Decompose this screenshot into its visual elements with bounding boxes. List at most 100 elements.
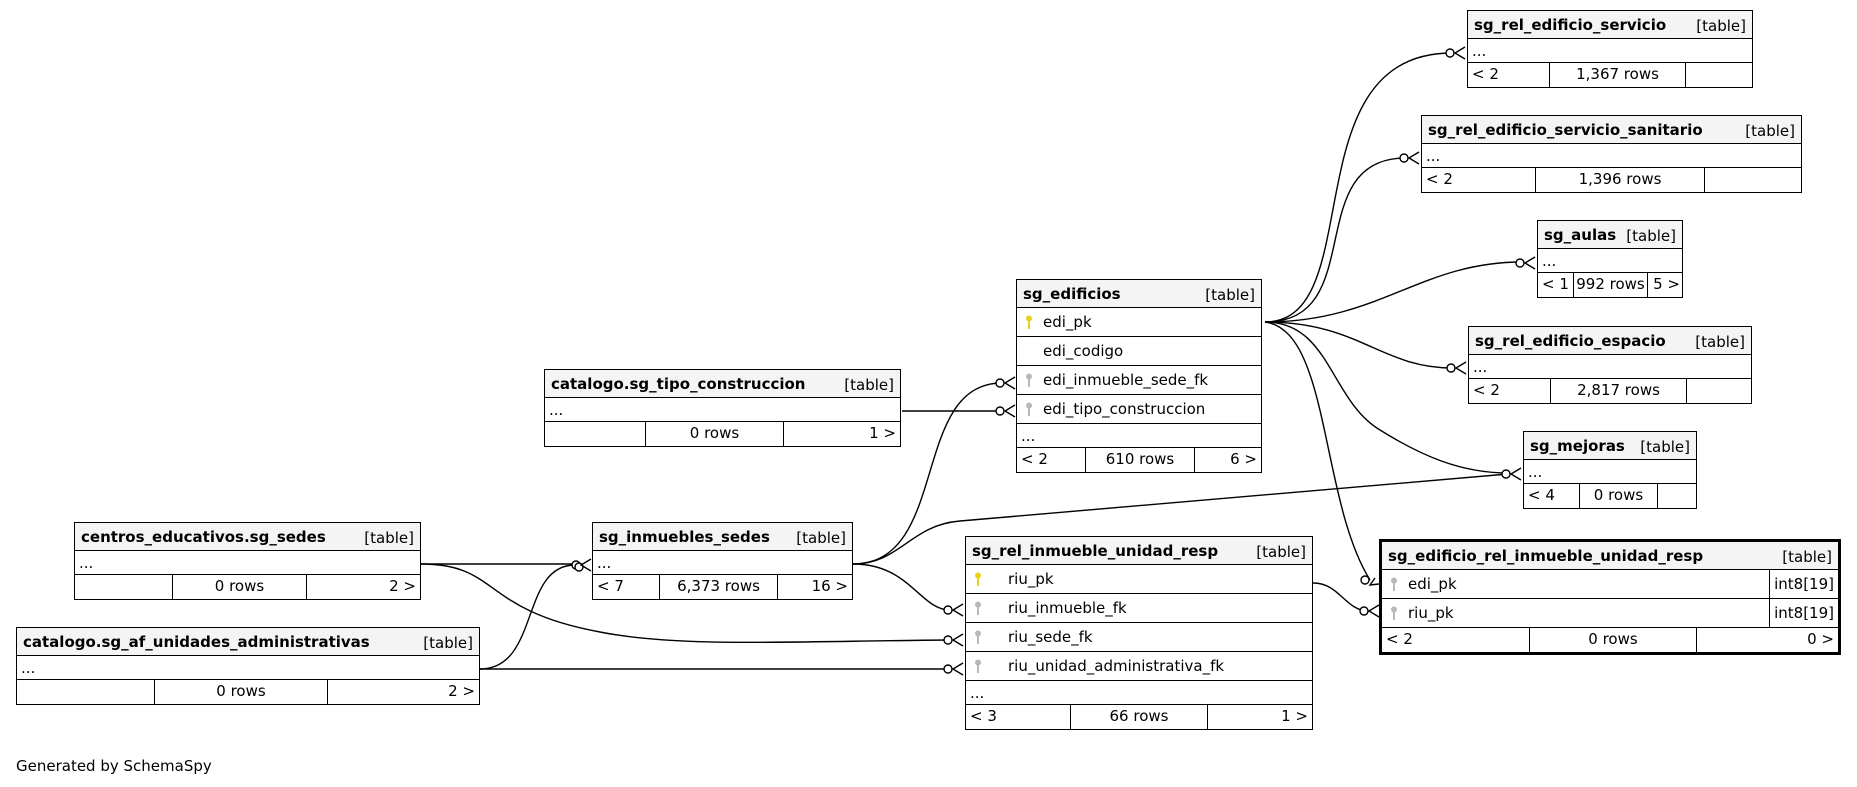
ellipsis-text: ... xyxy=(79,554,94,572)
children-link[interactable]: 2 > xyxy=(448,682,475,700)
generated-by-footer: Generated by SchemaSpy xyxy=(16,757,212,775)
foreign-key-icon xyxy=(1026,373,1032,387)
children-link[interactable]: 0 > xyxy=(1807,630,1834,648)
table-header: sg_rel_edificio_espacio [table] xyxy=(1469,327,1751,355)
parents-link[interactable] xyxy=(545,422,646,446)
column-row[interactable]: riu_unidad_administrativa_fk xyxy=(966,652,1312,681)
column-row[interactable]: edi_pk int8[19] xyxy=(1382,570,1838,599)
parents-link[interactable]: < 2 xyxy=(1468,63,1550,87)
children-link[interactable]: 1 > xyxy=(1281,707,1308,725)
table-sg-rel-edificio-servicio-sanitario[interactable]: sg_rel_edificio_servicio_sanitario [tabl… xyxy=(1421,115,1802,193)
table-type: [table] xyxy=(1256,543,1306,561)
table-catalogo-sg-af-unidades-administrativas[interactable]: catalogo.sg_af_unidades_administrativas … xyxy=(16,627,480,705)
table-catalogo-sg-tipo-construccion[interactable]: catalogo.sg_tipo_construccion [table] ..… xyxy=(544,369,901,447)
primary-key-icon xyxy=(975,572,981,586)
parents-link[interactable]: < 2 xyxy=(1422,168,1536,192)
table-name[interactable]: sg_edificio_rel_inmueble_unidad_resp xyxy=(1388,547,1704,565)
table-name[interactable]: sg_inmuebles_sedes xyxy=(599,528,770,546)
column-name: riu_sede_fk xyxy=(1008,628,1093,646)
parents-link[interactable]: < 1 xyxy=(1538,273,1574,297)
parents-link[interactable] xyxy=(75,575,173,599)
table-type: [table] xyxy=(1745,122,1795,140)
table-header: sg_mejoras [table] xyxy=(1524,432,1696,460)
parents-link[interactable]: < 7 xyxy=(593,575,660,599)
table-footer: < 2 0 rows 0 > xyxy=(1382,628,1838,652)
table-sg-inmuebles-sedes[interactable]: sg_inmuebles_sedes [table] ... < 7 6,373… xyxy=(592,522,853,600)
ellipsis-text: ... xyxy=(597,554,612,572)
column-row[interactable]: riu_inmueble_fk xyxy=(966,594,1312,623)
children-link[interactable] xyxy=(1705,168,1801,192)
table-type: [table] xyxy=(1782,548,1832,566)
table-footer: 0 rows 2 > xyxy=(17,680,479,704)
table-sg-mejoras[interactable]: sg_mejoras [table] ... < 4 0 rows xyxy=(1523,431,1697,509)
table-header: catalogo.sg_tipo_construccion [table] xyxy=(545,370,900,398)
table-sg-rel-inmueble-unidad-resp[interactable]: sg_rel_inmueble_unidad_resp [table] riu_… xyxy=(965,536,1313,730)
table-type: [table] xyxy=(1695,333,1745,351)
children-link[interactable]: 2 > xyxy=(389,577,416,595)
table-name[interactable]: sg_rel_inmueble_unidad_resp xyxy=(972,542,1219,560)
parents-link[interactable]: < 3 xyxy=(966,705,1071,729)
table-footer: < 4 0 rows xyxy=(1524,484,1696,508)
children-link[interactable]: 6 > xyxy=(1230,450,1257,468)
primary-key-icon xyxy=(1026,315,1032,329)
column-name: edi_pk xyxy=(1408,575,1457,593)
table-name[interactable]: sg_mejoras xyxy=(1530,437,1625,455)
table-type: [table] xyxy=(1640,438,1690,456)
column-row[interactable]: edi_inmueble_sede_fk xyxy=(1017,366,1261,395)
children-link[interactable] xyxy=(1686,63,1752,87)
column-name: riu_unidad_administrativa_fk xyxy=(1008,657,1225,675)
table-name[interactable]: sg_rel_edificio_servicio_sanitario xyxy=(1428,121,1703,139)
table-name[interactable]: sg_aulas xyxy=(1544,226,1617,244)
row-count: 0 rows xyxy=(1580,484,1658,508)
children-link[interactable]: 5 > xyxy=(1653,275,1680,293)
table-sg-edificios[interactable]: sg_edificios [table] edi_pk edi_codigo e… xyxy=(1016,279,1262,473)
table-name[interactable]: sg_rel_edificio_espacio xyxy=(1475,332,1666,350)
children-link[interactable] xyxy=(1658,484,1696,508)
table-sg-aulas[interactable]: sg_aulas [table] ... < 1 992 rows 5 > xyxy=(1537,220,1683,298)
parents-link[interactable]: < 2 xyxy=(1382,628,1530,652)
table-footer: < 1 992 rows 5 > xyxy=(1538,273,1682,297)
children-link[interactable] xyxy=(1687,379,1751,403)
column-row[interactable]: riu_sede_fk xyxy=(966,623,1312,652)
table-header: sg_edificios [table] xyxy=(1017,280,1261,308)
table-name[interactable]: catalogo.sg_tipo_construccion xyxy=(551,375,806,393)
parents-link[interactable]: < 2 xyxy=(1017,448,1086,472)
table-sg-edificio-rel-inmueble-unidad-resp[interactable]: sg_edificio_rel_inmueble_unidad_resp [ta… xyxy=(1379,539,1841,655)
table-sg-rel-edificio-servicio[interactable]: sg_rel_edificio_servicio [table] ... < 2… xyxy=(1467,10,1753,88)
table-centros-educativos-sg-sedes[interactable]: centros_educativos.sg_sedes [table] ... … xyxy=(74,522,421,600)
columns-ellipsis: ... xyxy=(966,681,1312,705)
column-row[interactable]: edi_tipo_construccion xyxy=(1017,395,1261,424)
edge-sedes-riu xyxy=(420,563,951,644)
children-link[interactable]: 16 > xyxy=(811,577,848,595)
column-row[interactable]: edi_codigo xyxy=(1017,337,1261,366)
ellipsis-text: ... xyxy=(1021,427,1036,445)
table-name[interactable]: catalogo.sg_af_unidades_administrativas xyxy=(23,633,370,651)
ellipsis-text: ... xyxy=(1426,147,1441,165)
column-name: riu_inmueble_fk xyxy=(1008,599,1127,617)
parents-link[interactable] xyxy=(17,680,155,704)
columns-ellipsis: ... xyxy=(1422,144,1801,168)
columns-ellipsis: ... xyxy=(75,551,420,575)
row-count: 1,396 rows xyxy=(1536,168,1705,192)
column-row[interactable]: riu_pk xyxy=(966,565,1312,594)
column-row[interactable]: edi_pk xyxy=(1017,308,1261,337)
children-link[interactable]: 1 > xyxy=(869,424,896,442)
table-name[interactable]: centros_educativos.sg_sedes xyxy=(81,528,326,546)
table-name[interactable]: sg_rel_edificio_servicio xyxy=(1474,16,1667,34)
table-name[interactable]: sg_edificios xyxy=(1023,285,1121,303)
column-name: edi_pk xyxy=(1043,313,1092,331)
table-sg-rel-edificio-espacio[interactable]: sg_rel_edificio_espacio [table] ... < 2 … xyxy=(1468,326,1752,404)
column-row[interactable]: riu_pk int8[19] xyxy=(1382,599,1838,628)
table-footer: 0 rows 2 > xyxy=(75,575,420,599)
edge-edificios-servicio-sanitario xyxy=(1264,157,1407,323)
table-header: sg_inmuebles_sedes [table] xyxy=(593,523,852,551)
table-type: [table] xyxy=(1205,286,1255,304)
parents-link[interactable]: < 4 xyxy=(1524,484,1580,508)
table-header: sg_edificio_rel_inmueble_unidad_resp [ta… xyxy=(1382,542,1838,570)
column-name: riu_pk xyxy=(1408,604,1454,622)
table-header: centros_educativos.sg_sedes [table] xyxy=(75,523,420,551)
parents-link[interactable]: < 2 xyxy=(1469,379,1551,403)
row-count: 6,373 rows xyxy=(660,575,778,599)
column-type: int8[19] xyxy=(1769,599,1838,627)
edge-inmuebles-edificios xyxy=(852,382,1003,565)
